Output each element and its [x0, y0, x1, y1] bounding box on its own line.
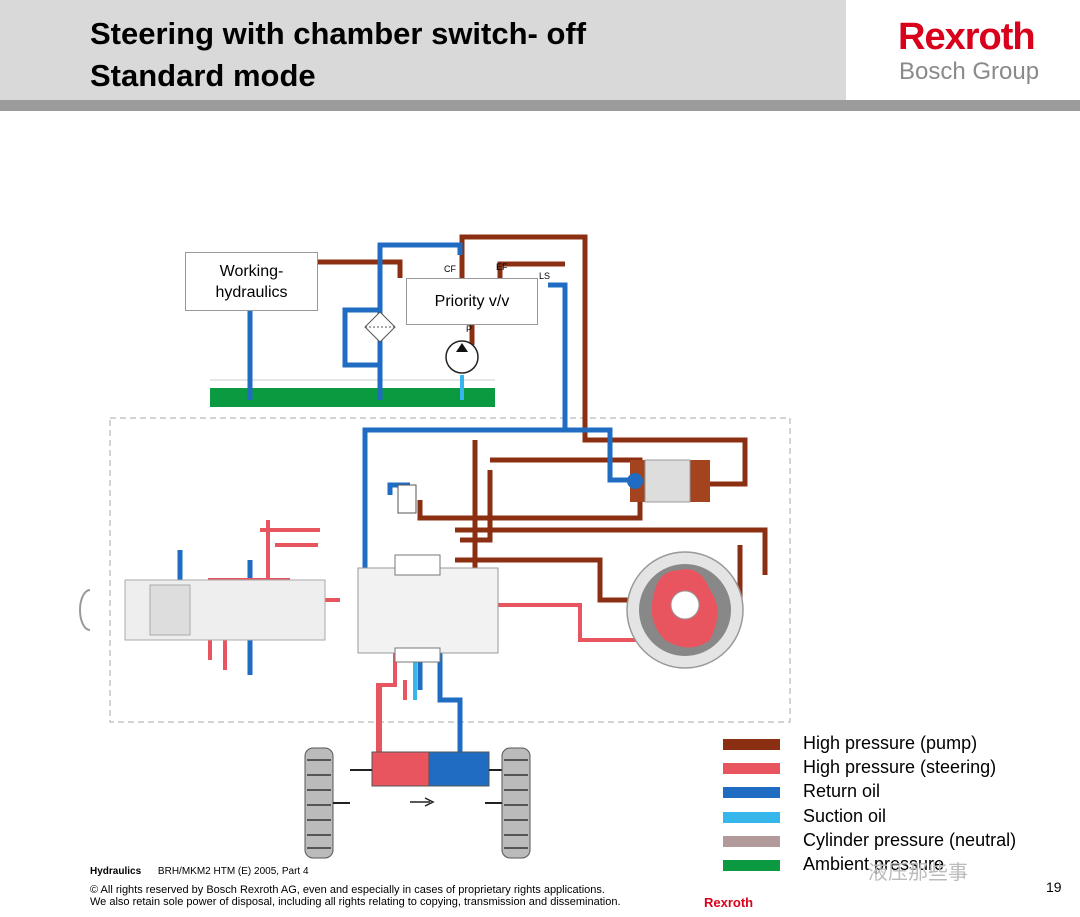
legend-item: Return oil: [723, 781, 1043, 805]
control-valve-block: [357, 554, 499, 663]
page-title: Steering with chamber switch- off: [90, 16, 587, 51]
header-bar: Steering with chamber switch- off Standa…: [0, 0, 846, 100]
legend-swatch: [723, 787, 780, 798]
legend-label: Return oil: [803, 781, 881, 801]
legend-label: Cylinder pressure (neutral): [803, 830, 1017, 850]
wheel-right: [485, 747, 531, 859]
port-p-label: P: [466, 324, 473, 334]
legend-item: Suction oil: [723, 806, 1043, 830]
legend-item: Ambient pressure: [723, 854, 1043, 878]
brand-logo: Rexroth Bosch Group: [846, 0, 1080, 100]
steering-column: [79, 579, 326, 641]
legend-item: Cylinder pressure (neutral): [723, 830, 1043, 854]
steering-cylinder: [350, 751, 515, 807]
filter: [364, 311, 396, 343]
priority-piston: [627, 459, 710, 503]
working-hydraulics-label: Working- hydraulics: [215, 262, 288, 301]
legend-item: High pressure (pump): [723, 733, 1043, 757]
legend-label: Suction oil: [803, 806, 887, 826]
working-hydraulics-box: Working- hydraulics: [185, 252, 318, 311]
gerotor-meter: [626, 551, 744, 669]
copyright-line: We also retain sole power of disposal, i…: [90, 896, 621, 908]
legend-label: High pressure (steering): [803, 757, 997, 777]
pump: [445, 340, 479, 374]
check-valve: [397, 484, 417, 514]
legend-swatch: [723, 860, 780, 871]
port-ls-label: LS: [539, 271, 551, 281]
wheel-left: [304, 747, 350, 859]
header-divider: [0, 100, 1080, 111]
legend-label: Ambient pressure: [803, 854, 945, 874]
copyright-line: © All rights reserved by Bosch Rexroth A…: [90, 884, 605, 896]
legend-swatch: [723, 812, 780, 823]
page-subtitle: Standard mode: [90, 58, 316, 93]
footer-document-ref: BRH/MKM2 HTM (E) 2005, Part 4: [157, 866, 309, 877]
legend-label: High pressure (pump): [803, 733, 978, 753]
watermark: 液压那些事: [868, 862, 968, 884]
copyright-notice: © All rights reserved by Bosch Rexroth A…: [90, 884, 621, 908]
legend-swatch: [723, 763, 780, 774]
legend-swatch: [723, 836, 780, 847]
legend-item: High pressure (steering): [723, 757, 1043, 781]
legend-swatch: [723, 739, 780, 750]
port-cf-label: CF: [444, 264, 456, 274]
tank-line-ambient: [210, 388, 495, 407]
port-ef-label: EF: [496, 262, 508, 272]
priority-valve-box: Priority v/v: [406, 278, 538, 325]
footer-brand: Rexroth: [704, 895, 754, 910]
brand-group: Bosch Group: [899, 58, 1040, 85]
priority-valve-label: Priority v/v: [434, 293, 510, 310]
page-number: 19: [1046, 879, 1062, 895]
steering-unit-frame: [109, 417, 791, 723]
footer-reference: Hydraulics BRH/MKM2 HTM (E) 2005, Part 4: [90, 866, 309, 877]
brand-name: Rexroth: [898, 16, 1036, 58]
pump-pressure-lines: [316, 234, 768, 613]
footer-department: Hydraulics: [90, 866, 142, 877]
